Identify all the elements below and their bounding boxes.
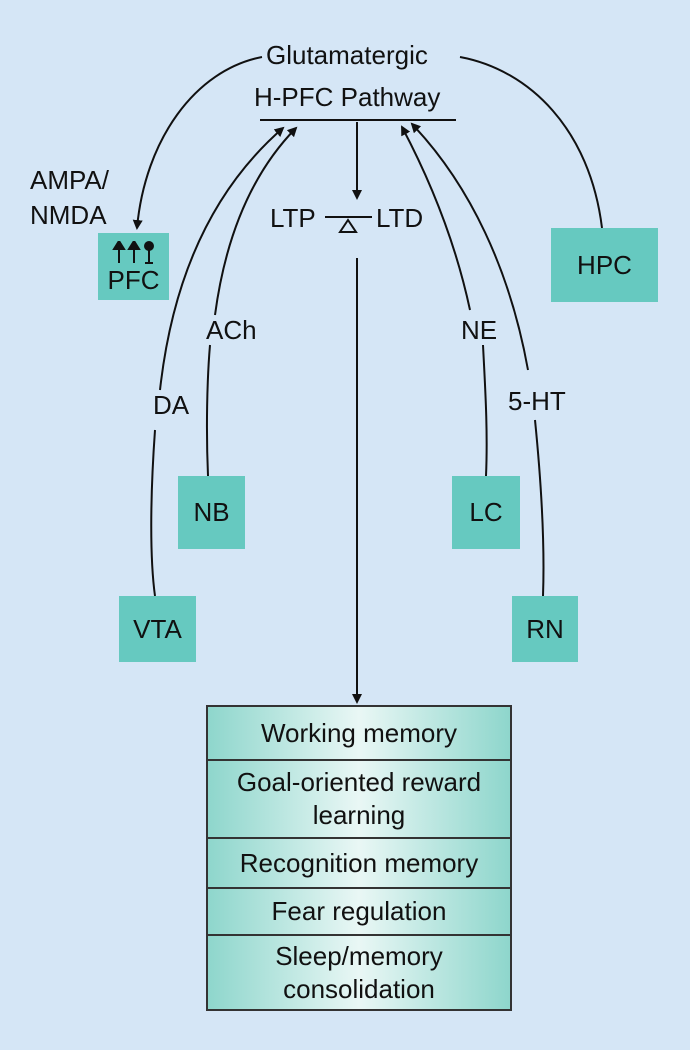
ach-projection-arrow bbox=[205, 128, 296, 477]
nb-node: NB bbox=[178, 476, 245, 549]
lc-node: LC bbox=[452, 476, 520, 549]
nb-label: NB bbox=[193, 497, 230, 527]
hpc-label: HPC bbox=[577, 249, 632, 280]
lc-label: LC bbox=[469, 497, 503, 527]
hpc-to-pathway-arc bbox=[459, 56, 603, 229]
outcome-sleep-consolidation: Sleep/memory consolidation bbox=[275, 940, 443, 1004]
ach-label: ACh bbox=[206, 315, 257, 345]
da-projection-arrow bbox=[150, 128, 283, 597]
outcome-fear-regulation: Fear regulation bbox=[208, 889, 510, 936]
pfc-node: PFC bbox=[98, 233, 169, 300]
ltp-label: LTP bbox=[270, 203, 316, 233]
outcome-reward-learning: Goal-oriented reward learning bbox=[208, 761, 510, 839]
outcomes-table: Working memory Goal-oriented reward lear… bbox=[206, 705, 512, 1011]
receptor-label-line2: NMDA bbox=[30, 200, 107, 230]
rn-node: RN bbox=[512, 596, 578, 662]
outcome-recognition-memory: Recognition memory bbox=[208, 839, 510, 889]
serotonin-projection-arrow bbox=[412, 124, 545, 597]
vta-node: VTA bbox=[119, 596, 196, 662]
pathway-title-line2: H-PFC Pathway bbox=[254, 82, 441, 112]
outcome-working-memory: Working memory bbox=[208, 707, 510, 761]
receptor-label-line1: AMPA/ bbox=[30, 165, 109, 195]
vta-label: VTA bbox=[133, 613, 182, 644]
receptor-icons bbox=[111, 240, 154, 264]
pathway-to-pfc-arrow bbox=[132, 56, 263, 230]
plasticity-fulcrum-icon bbox=[338, 218, 358, 233]
ne-projection-arrow bbox=[402, 127, 488, 477]
pathway-title-line1: Glutamatergic bbox=[266, 40, 428, 70]
hpc-node: HPC bbox=[551, 228, 658, 302]
da-label: DA bbox=[153, 390, 190, 420]
ltd-label: LTD bbox=[376, 203, 424, 233]
rn-label: RN bbox=[526, 613, 564, 644]
serotonin-label: 5-HT bbox=[508, 386, 566, 416]
pfc-label: PFC bbox=[107, 264, 160, 295]
ne-label: NE bbox=[461, 315, 498, 345]
